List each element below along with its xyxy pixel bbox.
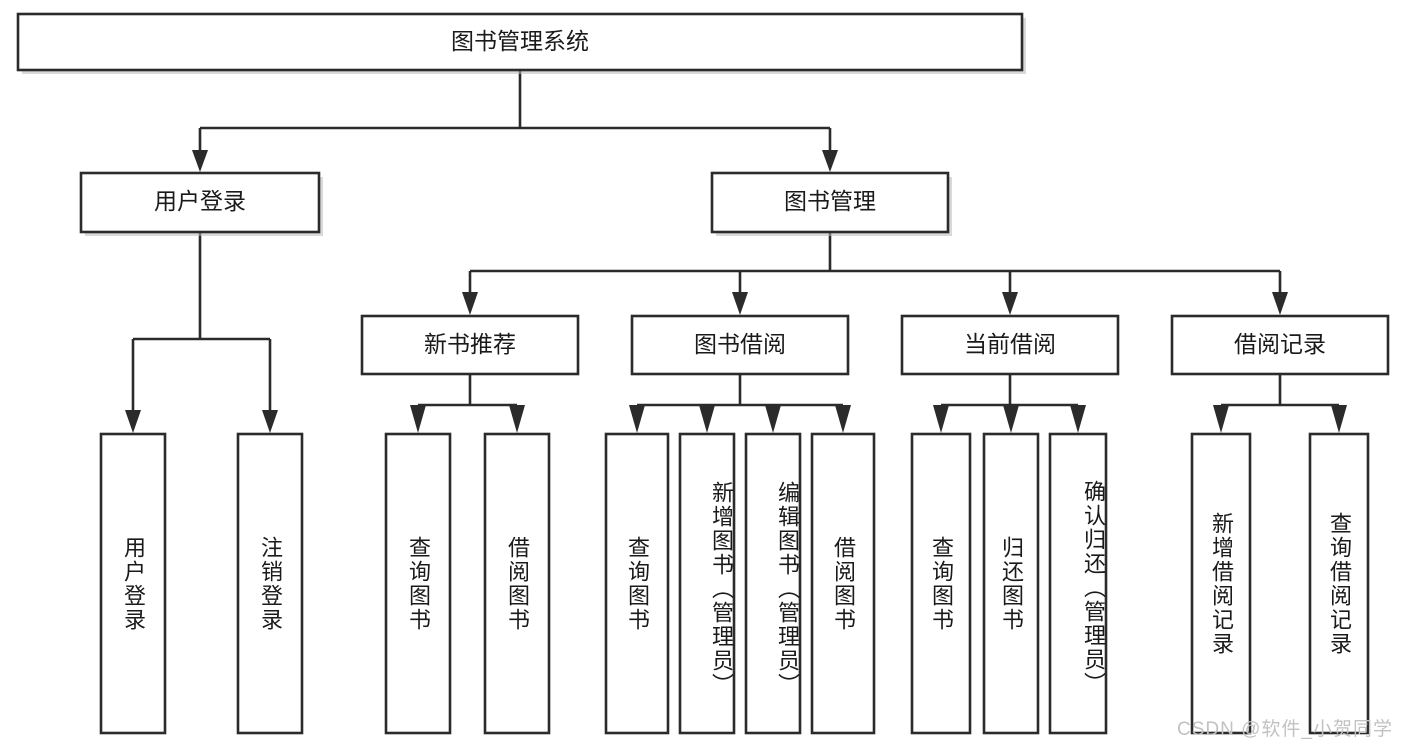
arrow-root-to-book-manage (822, 150, 838, 172)
leaf-query-borrow-record-box[interactable] (1308, 432, 1370, 735)
arrow-bb-to-borrow (835, 405, 851, 433)
node-book-manage-label: 图书管理 (784, 188, 876, 214)
connector-layer (125, 70, 1347, 433)
node-new-book-recommend-box[interactable] (360, 314, 580, 376)
arrow-nb-to-query (410, 405, 426, 433)
node-root-box[interactable] (16, 12, 1024, 72)
leaf-add-borrow-record-box[interactable] (1190, 432, 1252, 735)
box-layer (16, 12, 1390, 735)
leaf-user-login-box[interactable] (99, 432, 167, 735)
leaf-borrow-book-recommend-box[interactable] (483, 432, 551, 735)
arrow-ul-to-leaf-login (125, 410, 141, 433)
arrow-nb-to-borrow (509, 405, 525, 433)
node-borrow-record-label: 借阅记录 (1234, 331, 1326, 357)
arrow-ul-to-leaf-logout (262, 410, 278, 433)
node-book-borrow-box[interactable] (630, 314, 850, 376)
leaf-edit-book-box[interactable] (744, 432, 802, 735)
node-current-borrow-label: 当前借阅 (964, 331, 1056, 357)
leaf-return-book-box[interactable] (982, 432, 1040, 735)
node-book-borrow-label: 图书借阅 (694, 331, 786, 357)
node-book-manage-box[interactable] (710, 171, 950, 234)
node-current-borrow-box[interactable] (900, 314, 1120, 376)
node-new-book-recommend-label: 新书推荐 (424, 331, 516, 357)
arrow-cb-to-confirm (1070, 405, 1086, 433)
arrow-bm-to-new-book (462, 292, 478, 315)
horizontal-label-layer: 图书管理系统 用户登录 图书管理 新书推荐 图书借阅 当前借阅 借阅记录 (154, 28, 1326, 357)
arrow-cb-to-return (1003, 405, 1019, 433)
arrow-bm-to-current-borrow (1002, 292, 1018, 315)
node-user-login-box[interactable] (79, 171, 321, 234)
leaf-add-book-box[interactable] (678, 432, 736, 735)
arrow-bb-to-query (629, 405, 645, 433)
arrow-bb-to-edit (765, 405, 781, 433)
leaf-query-book-recommend-box[interactable] (384, 432, 452, 735)
arrow-root-to-user-login (192, 150, 208, 172)
node-root-label: 图书管理系统 (451, 28, 589, 54)
leaf-query-book-current-box[interactable] (910, 432, 972, 735)
leaf-confirm-return-box[interactable] (1048, 432, 1108, 735)
leaf-borrow-book-box[interactable] (810, 432, 876, 735)
arrow-br-to-query (1331, 405, 1347, 433)
csdn-watermark: CSDN @软件_小贺同学 (1177, 719, 1393, 740)
node-user-login-label: 用户登录 (154, 188, 246, 214)
leaf-query-book-borrow-box[interactable] (604, 432, 670, 735)
arrow-br-to-add (1213, 405, 1229, 433)
arrow-cb-to-query (933, 405, 949, 433)
arrow-bb-to-add (699, 405, 715, 433)
leaf-logout-box[interactable] (236, 432, 304, 735)
node-borrow-record-box[interactable] (1170, 314, 1390, 376)
arrow-bm-to-book-borrow (732, 292, 748, 315)
arrow-bm-to-borrow-record (1272, 292, 1288, 315)
